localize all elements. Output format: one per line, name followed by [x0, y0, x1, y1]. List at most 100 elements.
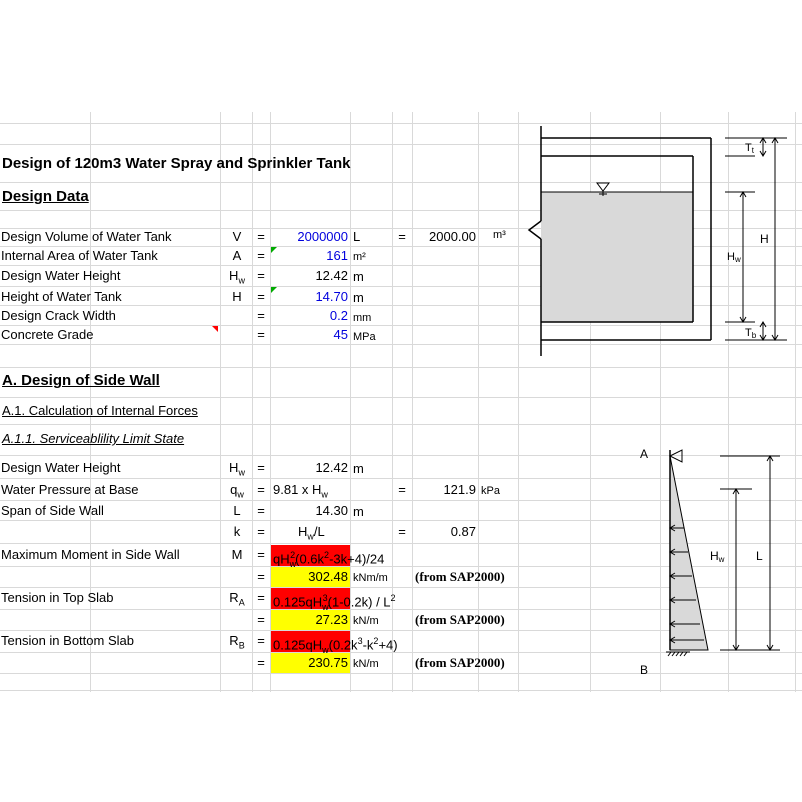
- moment-value: 302.48: [308, 569, 348, 584]
- source-note: (from SAP2000): [415, 612, 505, 627]
- row-equals-2: =: [398, 482, 406, 497]
- moment-formula: qHw2(0.6k2-3k+4)/24: [273, 550, 385, 569]
- row-unit: m²: [353, 251, 366, 263]
- row-label: Design Water Height: [1, 268, 121, 283]
- water-region: [541, 192, 693, 322]
- row-symbol: A: [232, 248, 242, 263]
- row-label: Span of Side Wall: [1, 503, 104, 518]
- row-label: Concrete Grade: [1, 327, 94, 342]
- formula-highlight: [271, 631, 350, 652]
- row-symbol: RB: [229, 633, 245, 651]
- row-equals: =: [257, 460, 265, 475]
- row-unit: mm: [353, 312, 372, 324]
- row-equals: =: [257, 289, 265, 304]
- row-symbol: H: [232, 289, 242, 304]
- row-symbol: L: [233, 503, 241, 518]
- source-note: (from SAP2000): [415, 569, 505, 584]
- row-label: Tension in Top Slab: [1, 590, 114, 605]
- row-equals: =: [257, 503, 265, 518]
- row-unit: kN/m: [353, 615, 379, 627]
- row-equals: =: [257, 248, 265, 263]
- source-note: (from SAP2000): [415, 655, 505, 670]
- ra-value: 27.23: [315, 612, 348, 627]
- row-unit: kN/m: [353, 658, 379, 670]
- hinge-support-icon: [668, 449, 683, 463]
- wall-pressure-diagram: A B Hw L: [640, 447, 780, 677]
- pressure-region: [669, 455, 709, 651]
- pressure-arrows: [669, 524, 704, 644]
- k-value: 0.87: [450, 524, 476, 539]
- volume-value[interactable]: 2000000: [297, 229, 348, 244]
- result-highlight: [271, 653, 350, 673]
- label-a: A: [640, 447, 648, 461]
- design-data-heading: Design Data: [2, 188, 89, 205]
- water-height-value: 12.42: [315, 268, 348, 283]
- row-label: Internal Area of Water Tank: [1, 248, 158, 263]
- row-unit: m: [353, 504, 364, 519]
- row-equals: =: [257, 612, 265, 627]
- result-highlight: [271, 567, 350, 587]
- row-symbol: qw: [230, 482, 244, 500]
- row-equals: =: [257, 268, 265, 283]
- comment-marker: [271, 287, 277, 293]
- row-unit: L: [353, 229, 361, 244]
- comment-marker: [271, 247, 277, 253]
- comment-marker: [212, 326, 218, 332]
- ra-formula: 0.125qHw3(1-0.2k) / L2: [273, 593, 396, 612]
- rb-value: 230.75: [308, 655, 348, 670]
- row-symbol: V: [232, 229, 242, 244]
- label-b: B: [640, 663, 648, 677]
- qw-formula: 9.81 x Hw: [273, 482, 328, 500]
- row-unit: kPa: [481, 485, 500, 497]
- row-equals: =: [257, 633, 265, 648]
- row-equals-2: =: [398, 229, 406, 244]
- span-value: 14.30: [315, 503, 348, 518]
- row-equals: =: [257, 590, 265, 605]
- row-equals: =: [257, 655, 265, 670]
- page-title: Design of 120m3 Water Spray and Sprinkle…: [2, 155, 351, 172]
- row-label: Tension in Bottom Slab: [1, 633, 134, 648]
- row-label: Design Water Height: [1, 460, 121, 475]
- k-formula: Hw/L: [298, 524, 325, 542]
- row-unit: m: [353, 290, 364, 305]
- tt-label: Tt: [745, 142, 755, 155]
- qw-value: 121.9: [443, 482, 476, 497]
- row-label: Design Crack Width: [1, 308, 116, 323]
- tb-label: Tb: [745, 327, 757, 340]
- result-highlight: [271, 610, 350, 630]
- formula-highlight: [271, 545, 350, 566]
- side-wall-heading: A. Design of Side Wall: [2, 372, 160, 389]
- row-symbol: M: [231, 547, 243, 562]
- row-symbol: Hw: [229, 460, 245, 478]
- row-label: Maximum Moment in Side Wall: [1, 547, 180, 562]
- row-equals: =: [257, 547, 265, 562]
- hw-label: Hw: [727, 251, 741, 264]
- row-equals: =: [257, 569, 265, 584]
- volume-m3-value: 2000.00: [429, 229, 476, 244]
- row-label: Water Pressure at Base: [1, 482, 139, 497]
- row-label: Design Volume of Water Tank: [1, 229, 172, 244]
- sls-heading: A.1.1. Serviceablility Limit State: [2, 431, 185, 446]
- row-equals-2: =: [398, 524, 406, 539]
- row-unit: kNm/m: [353, 572, 388, 584]
- crack-width-value[interactable]: 0.2: [329, 308, 348, 323]
- row-unit: m: [353, 269, 364, 284]
- l-label: L: [756, 549, 763, 563]
- row-equals: =: [257, 308, 265, 323]
- row-symbol: Hw: [229, 268, 245, 286]
- row-equals: =: [257, 524, 265, 539]
- formula-highlight: [271, 588, 350, 609]
- row-unit: MPa: [353, 331, 376, 343]
- row-label: Height of Water Tank: [1, 289, 122, 304]
- row-equals: =: [257, 482, 265, 497]
- tank-height-value[interactable]: 14.70: [315, 289, 348, 304]
- area-value[interactable]: 161: [326, 248, 348, 263]
- row-equals: =: [257, 327, 265, 342]
- hw-value: 12.42: [315, 460, 348, 475]
- row-equals: =: [257, 229, 265, 244]
- hw-label: Hw: [710, 549, 725, 564]
- water-level-icon: [596, 182, 610, 192]
- concrete-grade-value[interactable]: 45: [333, 327, 348, 342]
- row-symbol: RA: [229, 590, 245, 608]
